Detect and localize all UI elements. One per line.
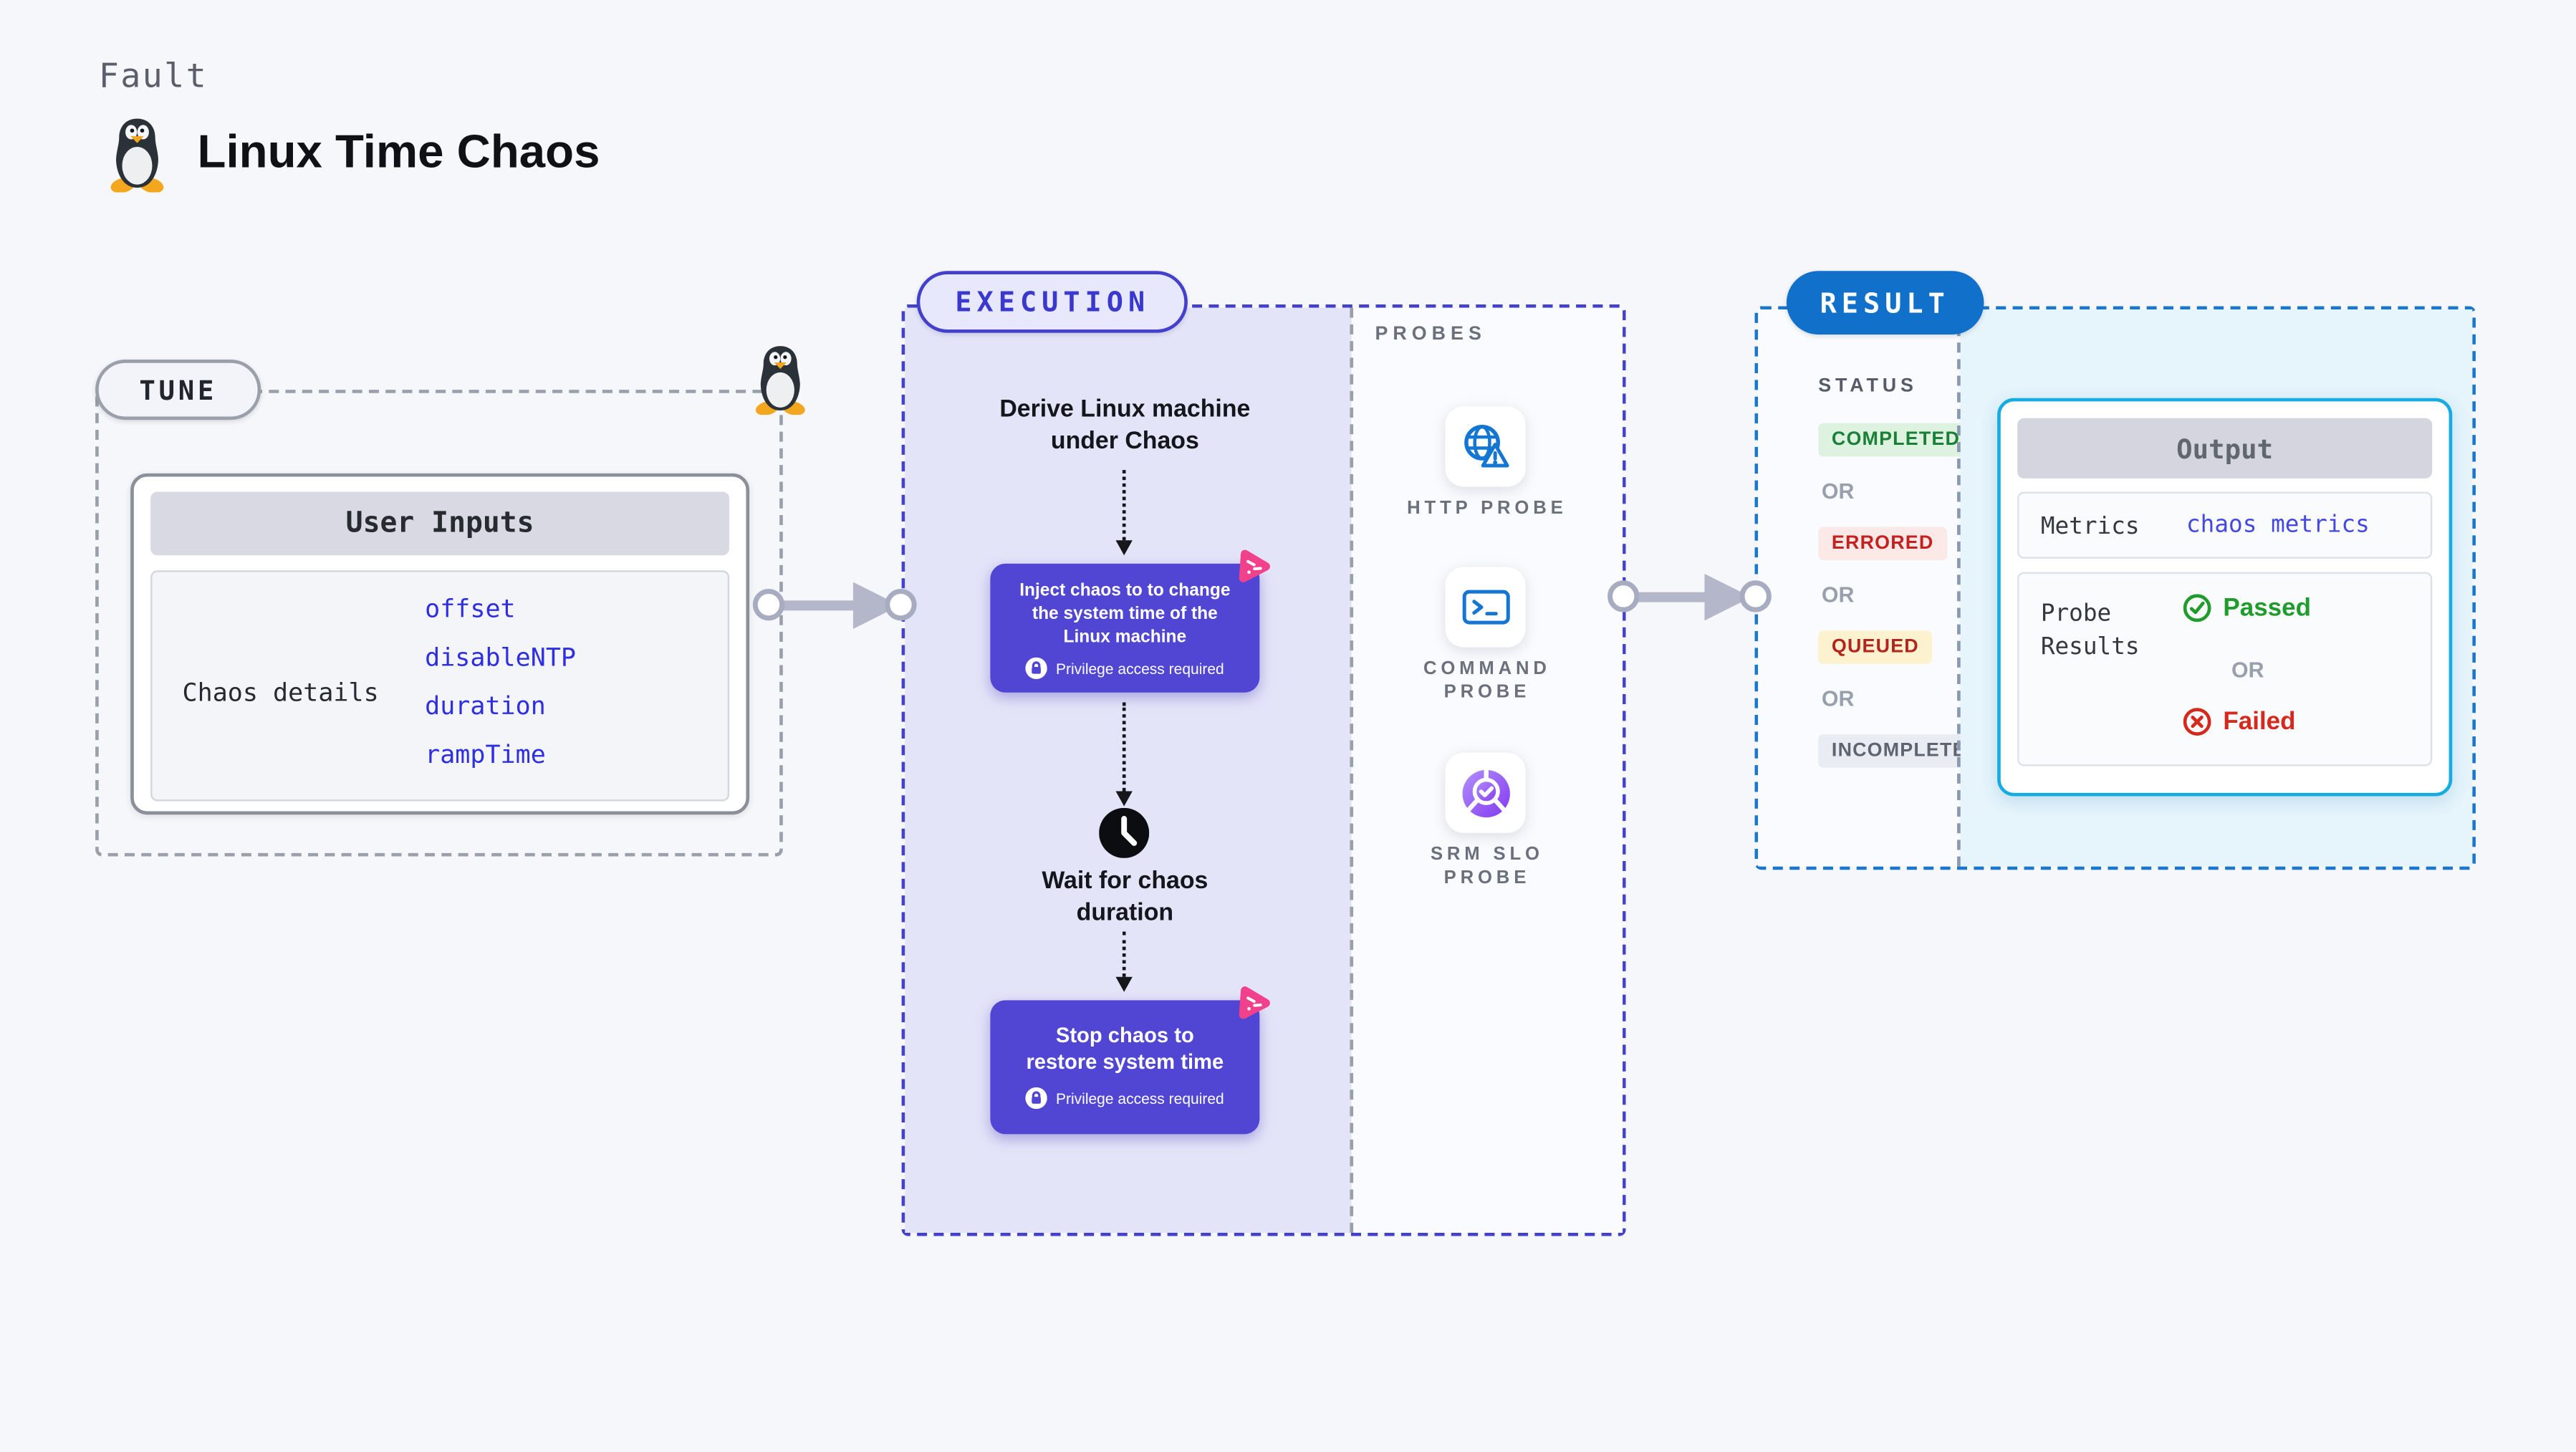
execution-probes-divider [1350, 307, 1354, 1233]
param-link-ramptime[interactable]: rampTime [425, 739, 546, 770]
connector-end-dot [1739, 580, 1772, 612]
lock-icon [1025, 1087, 1048, 1110]
flow-arrow-down [1114, 470, 1134, 556]
result-divider [1957, 309, 1961, 867]
user-inputs-card: User Inputs Chaos details offset disable… [130, 473, 750, 815]
page-title: Linux Time Chaos [197, 125, 600, 178]
connector-end-dot [885, 588, 917, 621]
slo-donut-check-icon [1461, 766, 1509, 817]
or-label: OR [1821, 478, 1855, 504]
chaos-brand-icon [1239, 986, 1270, 1019]
passed-verdict: Passed [2183, 594, 2311, 622]
privilege-note: Privilege access required [1055, 660, 1224, 677]
srm-slo-probe-card [1445, 752, 1526, 833]
user-inputs-title: User Inputs [150, 491, 730, 556]
flow-arrow-down [1114, 702, 1134, 807]
probes-label: PROBES [1375, 324, 1486, 345]
flow-arrow-down [1114, 931, 1134, 992]
terminal-icon [1461, 590, 1509, 625]
status-badge-errored: ERRORED [1818, 527, 1948, 561]
param-link-duration[interactable]: duration [425, 691, 546, 721]
chaos-metrics-link[interactable]: chaos metrics [2186, 511, 2370, 539]
result-section: STATUS COMPLETED OR ERRORED OR QUEUED OR… [1754, 306, 2476, 870]
output-card: Output Metrics chaos metrics Probe Resul… [1997, 398, 2453, 797]
wait-step-text: Wait for chaos duration [1042, 867, 1208, 927]
privilege-note: Privilege access required [1055, 1090, 1224, 1107]
or-label: OR [1821, 582, 1855, 607]
srm-slo-probe-label: SRM SLO PROBE [1430, 845, 1544, 888]
metrics-label: Metrics [2040, 513, 2140, 541]
status-label: STATUS [1818, 376, 1918, 397]
probe-results-row: Probe Results Passed OR Failed [2017, 572, 2433, 766]
derive-step-text: Derive Linux machine under Chaos [999, 396, 1251, 456]
inject-chaos-step: Inject chaos to to change the system tim… [990, 549, 1270, 693]
tux-penguin-icon [110, 118, 164, 193]
connector-line [1628, 592, 1708, 602]
failed-verdict: Failed [2183, 708, 2296, 736]
user-inputs-body: Chaos details offset disableNTP duration… [150, 570, 730, 802]
check-circle-icon [2183, 594, 2211, 622]
param-list: offset disableNTP duration rampTime [425, 585, 576, 779]
connector-start-dot [1607, 580, 1640, 612]
tune-section-pill: TUNE [95, 360, 261, 420]
param-link-offset[interactable]: offset [425, 593, 516, 624]
fault-kind-label: Fault [98, 55, 208, 96]
connector-line [772, 600, 857, 610]
command-probe-label: COMMAND PROBE [1423, 659, 1551, 703]
probe-results-label: Probe Results [2040, 600, 2140, 661]
http-probe-label: HTTP PROBE [1407, 498, 1567, 519]
status-column: STATUS COMPLETED OR ERRORED OR QUEUED OR… [1758, 309, 1994, 867]
x-circle-icon [2183, 708, 2211, 736]
lock-icon [1025, 657, 1048, 680]
tux-penguin-icon [755, 346, 805, 415]
command-probe-card [1445, 567, 1526, 648]
connector-start-dot [752, 588, 785, 621]
or-label: OR [1821, 686, 1855, 711]
status-badge-completed: COMPLETED [1818, 423, 1974, 457]
globe-alert-icon [1464, 423, 1509, 467]
status-badge-queued: QUEUED [1818, 630, 1933, 665]
stop-chaos-step: Stop chaos to restore system time Privil… [990, 986, 1270, 1135]
param-link-disablentp[interactable]: disableNTP [425, 642, 577, 673]
chaos-brand-icon [1239, 549, 1270, 582]
chaos-details-label: Chaos details [182, 677, 379, 708]
metrics-row: Metrics chaos metrics [2017, 491, 2433, 559]
tune-section [95, 390, 783, 857]
result-section-pill: RESULT [1786, 271, 1984, 335]
clock-icon [1099, 807, 1150, 858]
output-title: Output [2017, 418, 2433, 479]
execution-section-pill: EXECUTION [916, 271, 1188, 333]
or-label: OR [2231, 657, 2264, 683]
http-probe-card [1445, 406, 1526, 487]
